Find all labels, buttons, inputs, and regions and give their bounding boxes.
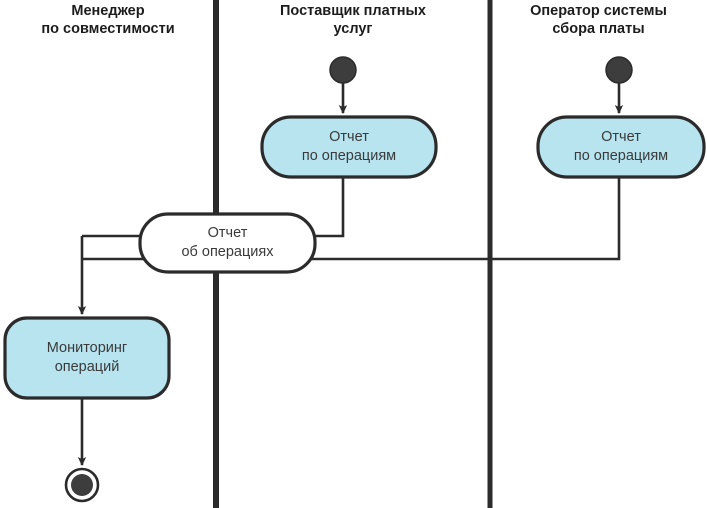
swimlane-title-paid-services-provider: Поставщик платных услуг (216, 2, 490, 38)
activity-monitoring-shape[interactable] (3, 316, 171, 400)
swimlane-title-fee-collection-operator: Оператор системы сбора платы (490, 2, 707, 38)
swimlane-title-line-1: Поставщик платных (279, 3, 426, 19)
activity-report-ops-2-shape[interactable] (536, 115, 706, 179)
start-node-provider[interactable] (329, 56, 357, 84)
start-node-operator[interactable] (605, 56, 633, 84)
swimlane-title-line-2: по совместимости (41, 21, 175, 37)
swimlane-title-line-1: Менеджер (71, 3, 145, 19)
swimlane-title-line-1: Оператор системы (530, 3, 667, 19)
end-node-manager[interactable] (64, 467, 100, 503)
swimlane-dividers (213, 0, 493, 508)
edge-activity-2-to-object (300, 177, 621, 261)
swimlane-title-line-2: услуг (333, 21, 373, 37)
connector-group (77, 82, 624, 466)
swimlane-title-compatibility-manager: Менеджер по совместимости (0, 2, 216, 38)
object-report-about-ops-shape[interactable] (138, 212, 317, 274)
swimlane-title-line-2: сбора платы (552, 21, 645, 37)
activity-report-ops-1-shape[interactable] (260, 115, 438, 179)
end-node-inner-dot (71, 474, 93, 496)
